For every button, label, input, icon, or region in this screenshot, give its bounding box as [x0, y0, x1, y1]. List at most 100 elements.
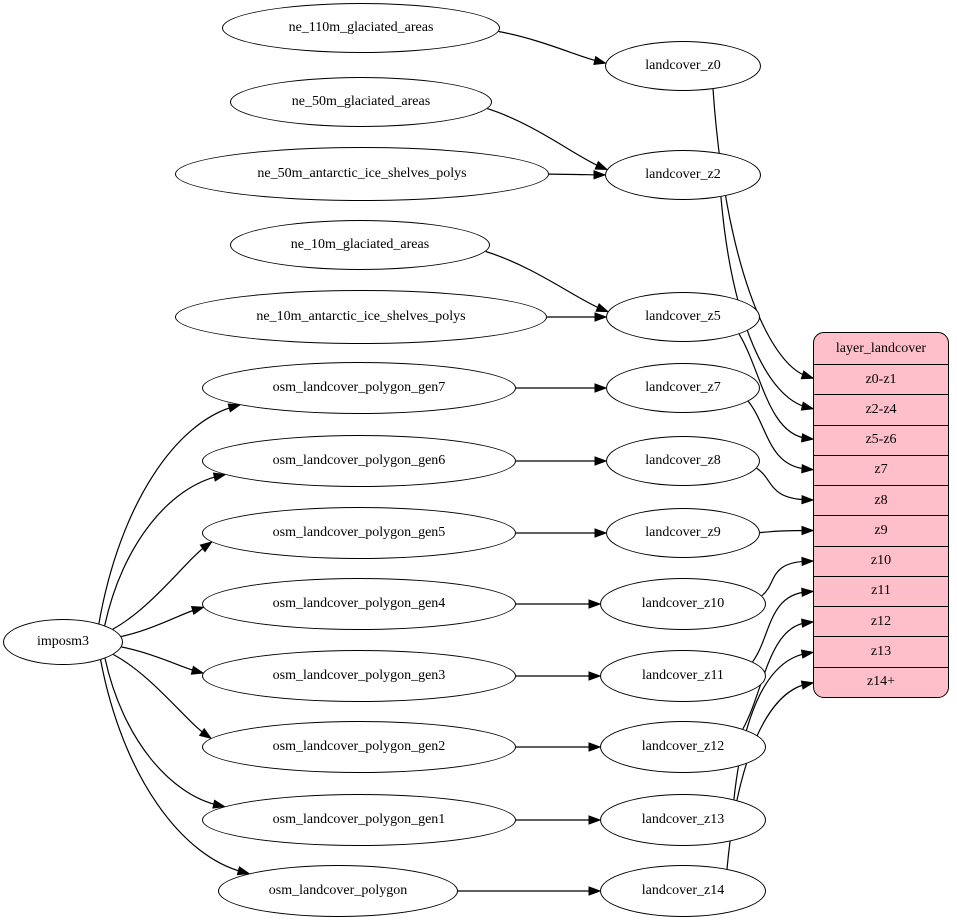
- edge-landcover_z2-to-z2-z4: [720, 196, 808, 408]
- arrowhead-icon: [593, 55, 607, 65]
- node-osm_landcover_polygon_gen1: osm_landcover_polygon_gen1: [202, 794, 516, 846]
- table-row-z10: z10: [814, 545, 948, 576]
- arrowhead-icon: [801, 464, 815, 474]
- node-label: osm_landcover_polygon_gen3: [272, 668, 446, 683]
- edge-ne_110m_glaciated_areas-to-landcover_z0: [498, 30, 600, 63]
- arrowhead-icon: [800, 649, 815, 659]
- edge-imposm3-to-osm_landcover_polygon_gen2: [113, 653, 207, 736]
- arrowhead-icon: [595, 302, 610, 313]
- table-row-z9: z9: [814, 515, 948, 545]
- arrowhead-icon: [801, 618, 815, 628]
- arrowhead-icon: [800, 370, 815, 380]
- edge-landcover_z14-to-z14+: [726, 683, 808, 869]
- node-landcover_z8: landcover_z8: [606, 436, 760, 486]
- node-osm_landcover_polygon_gen2: osm_landcover_polygon_gen2: [202, 721, 516, 773]
- node-osm_landcover_polygon_gen7: osm_landcover_polygon_gen7: [202, 362, 516, 414]
- arrowhead-icon: [212, 472, 227, 482]
- node-imposm3: imposm3: [3, 619, 123, 665]
- table-row-z13: z13: [814, 636, 948, 666]
- arrowhead-icon: [800, 401, 815, 411]
- node-label: landcover_z8: [645, 453, 721, 468]
- edge-imposm3-to-osm_landcover_polygon_gen4: [121, 608, 198, 638]
- node-landcover_z2: landcover_z2: [605, 150, 761, 200]
- node-label: imposm3: [36, 634, 90, 649]
- edge-imposm3-to-osm_landcover_polygon: [100, 659, 244, 873]
- node-osm_landcover_polygon_gen6: osm_landcover_polygon_gen6: [202, 435, 516, 487]
- arrowhead-icon: [588, 742, 602, 752]
- arrowhead-icon: [594, 383, 608, 393]
- node-label: osm_landcover_polygon: [268, 883, 408, 898]
- arrowhead-icon: [594, 312, 608, 322]
- edge-landcover_z10-to-z10: [761, 560, 808, 597]
- node-osm_landcover_polygon: osm_landcover_polygon: [218, 865, 458, 917]
- edge-imposm3-to-osm_landcover_polygon_gen1: [104, 658, 219, 806]
- node-label: landcover_z13: [641, 812, 725, 827]
- node-landcover_z9: landcover_z9: [606, 508, 760, 558]
- table-row-z7: z7: [814, 454, 948, 485]
- node-label: ne_110m_glaciated_areas: [288, 20, 434, 35]
- node-label: osm_landcover_polygon_gen4: [272, 596, 446, 611]
- edge-landcover_z12-to-z12: [742, 622, 808, 730]
- node-osm_landcover_polygon_gen5: osm_landcover_polygon_gen5: [202, 507, 516, 559]
- node-label: landcover_z14: [641, 883, 725, 898]
- arrowhead-icon: [594, 456, 608, 466]
- node-label: landcover_z9: [645, 525, 721, 540]
- node-ne_10m_antarctic_ice_shelves_polys: ne_10m_antarctic_ice_shelves_polys: [175, 290, 547, 344]
- arrowhead-icon: [801, 494, 815, 505]
- arrowhead-icon: [801, 587, 815, 598]
- node-label: landcover_z2: [645, 167, 721, 182]
- node-landcover_z12: landcover_z12: [600, 721, 766, 773]
- edge-ne_50m_antarctic_ice_shelves_polys-to-landcover_z2: [548, 173, 600, 176]
- node-ne_110m_glaciated_areas: ne_110m_glaciated_areas: [222, 3, 500, 53]
- table-row-z14+: z14+: [814, 666, 948, 697]
- edge-landcover_z13-to-z13: [733, 652, 808, 800]
- table-row-z2-z4: z2-z4: [814, 394, 948, 424]
- table-row-z11: z11: [814, 575, 948, 606]
- node-ne_50m_glaciated_areas: ne_50m_glaciated_areas: [230, 77, 492, 127]
- node-label: landcover_z0: [645, 58, 721, 73]
- table-row-z12: z12: [814, 606, 948, 636]
- node-label: landcover_z11: [642, 668, 724, 683]
- arrowhead-icon: [593, 170, 607, 180]
- arrowhead-icon: [594, 160, 609, 171]
- table-row-z0-z1: z0-z1: [814, 364, 948, 394]
- node-label: landcover_z7: [645, 380, 721, 395]
- edge-imposm3-to-osm_landcover_polygon_gen5: [112, 544, 208, 630]
- node-landcover_z0: landcover_z0: [605, 41, 761, 91]
- arrowhead-icon: [199, 541, 213, 553]
- arrowhead-icon: [801, 525, 815, 536]
- node-landcover_z14: landcover_z14: [600, 865, 766, 917]
- edge-imposm3-to-osm_landcover_polygon_gen7: [98, 405, 235, 624]
- arrowhead-icon: [588, 671, 602, 681]
- arrowhead-icon: [800, 680, 815, 690]
- arrowhead-icon: [227, 403, 242, 413]
- arrowhead-icon: [588, 599, 602, 609]
- edge-imposm3-to-osm_landcover_polygon_gen6: [104, 475, 220, 626]
- node-label: landcover_z5: [645, 309, 721, 324]
- arrowhead-icon: [588, 886, 602, 896]
- node-label: landcover_z10: [641, 596, 725, 611]
- node-label: osm_landcover_polygon_gen7: [272, 380, 446, 395]
- table-title: layer_landcover: [835, 340, 927, 356]
- edge-landcover_z7-to-z7: [747, 400, 808, 470]
- node-label: osm_landcover_polygon_gen1: [272, 812, 446, 827]
- node-label: ne_10m_antarctic_ice_shelves_polys: [256, 309, 466, 324]
- edge-ne_10m_glaciated_areas-to-landcover_z5: [485, 250, 603, 310]
- node-landcover_z13: landcover_z13: [600, 794, 766, 846]
- node-label: osm_landcover_polygon_gen5: [272, 525, 446, 540]
- node-ne_10m_glaciated_areas: ne_10m_glaciated_areas: [230, 220, 490, 270]
- node-label: osm_landcover_polygon_gen6: [272, 453, 446, 468]
- edge-landcover_z11-to-z11: [752, 591, 808, 663]
- edge-landcover_z8-to-z8: [756, 467, 808, 501]
- arrowhead-icon: [190, 605, 205, 616]
- node-osm_landcover_polygon_gen3: osm_landcover_polygon_gen3: [202, 650, 516, 702]
- node-label: ne_50m_antarctic_ice_shelves_polys: [257, 166, 467, 181]
- node-label: osm_landcover_polygon_gen2: [272, 739, 446, 754]
- table-row-z5-z6: z5-z6: [814, 424, 948, 455]
- node-ne_50m_antarctic_ice_shelves_polys: ne_50m_antarctic_ice_shelves_polys: [175, 147, 549, 201]
- edge-landcover_z5-to-z5-z6: [738, 333, 808, 439]
- node-label: ne_50m_glaciated_areas: [291, 94, 431, 109]
- node-label: landcover_z12: [641, 739, 725, 754]
